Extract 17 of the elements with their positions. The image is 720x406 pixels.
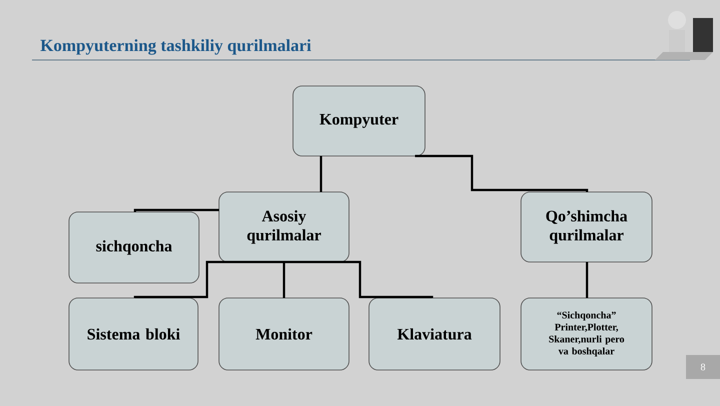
connector-line: [586, 262, 588, 298]
connector-line: [284, 260, 434, 299]
page-number: 8: [686, 354, 720, 379]
connector-line: [282, 262, 286, 298]
connector-line: [134, 260, 284, 299]
device-box: “Sichqoncha” Printer,Plotter, Skaner,nurli pero va boshqalar: [520, 298, 652, 370]
connector-line: [134, 208, 219, 212]
device-box: Monitor: [218, 298, 350, 370]
device-box: Qo’shimcha qurilmalar: [520, 192, 652, 262]
connector-line: [320, 156, 322, 192]
device-box: Klaviatura: [368, 298, 500, 370]
device-box: Kompyuter: [292, 86, 426, 156]
device-box: sichqoncha: [68, 212, 200, 284]
connector-line: [415, 154, 588, 192]
device-box: Sistema bloki: [68, 298, 198, 370]
slide-title: Kompyuterning tashkiliy qurilmalari: [40, 39, 312, 55]
device-box: Asosiy qurilmalar: [218, 192, 350, 262]
